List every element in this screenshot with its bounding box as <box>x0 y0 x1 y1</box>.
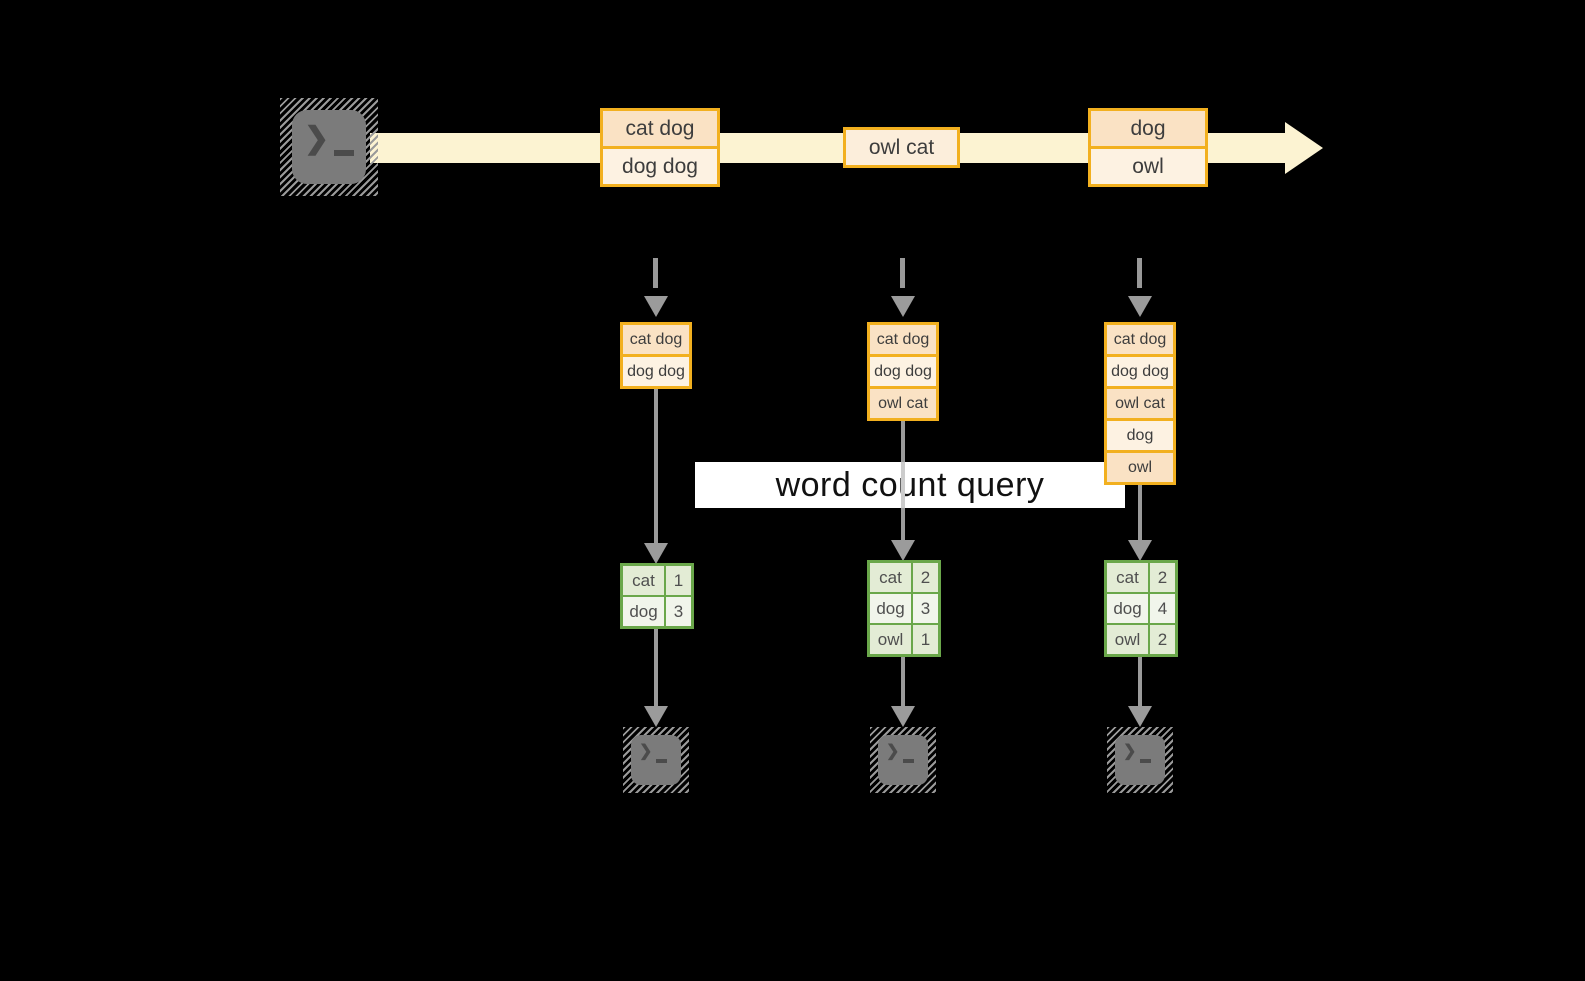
count-value: 1 <box>666 566 691 595</box>
ingest-dash <box>1137 258 1142 288</box>
terminal-cursor-icon <box>656 759 667 763</box>
stream-record: owl <box>1091 149 1205 184</box>
stream-batch-3: dog owl <box>1088 108 1208 187</box>
count-value: 1 <box>913 625 938 654</box>
count-value: 2 <box>913 563 938 592</box>
stack-row: owl cat <box>1107 389 1173 418</box>
stack-row: dog dog <box>870 357 936 386</box>
stream-batch-2: owl cat <box>843 127 960 168</box>
sink-terminal-icon-2: ❯ <box>870 727 936 793</box>
stream-record: owl cat <box>846 130 957 165</box>
output-connector <box>1138 657 1142 707</box>
count-word: dog <box>870 594 911 623</box>
stack-row: owl cat <box>870 389 936 418</box>
stack-row: owl <box>1107 453 1173 482</box>
count-word: cat <box>1107 563 1148 592</box>
terminal-body: ❯ <box>878 735 928 785</box>
stream-record: cat dog <box>603 111 717 146</box>
ingest-dash <box>900 258 905 288</box>
terminal-body: ❯ <box>1115 735 1165 785</box>
input-stack-3: cat dog dog dog owl cat dog owl <box>1104 322 1176 485</box>
source-terminal-icon: ❯ <box>280 98 378 196</box>
terminal-body: ❯ <box>292 110 366 184</box>
count-word: cat <box>870 563 911 592</box>
query-arrowhead-icon <box>891 540 915 561</box>
input-stack-1: cat dog dog dog <box>620 322 692 389</box>
terminal-body: ❯ <box>631 735 681 785</box>
stack-row: dog dog <box>623 357 689 386</box>
count-value: 2 <box>1150 625 1175 654</box>
ingest-arrowhead-icon <box>891 296 915 317</box>
terminal-cursor-icon <box>903 759 914 763</box>
stack-row: cat dog <box>870 325 936 354</box>
input-stack-2: cat dog dog dog owl cat <box>867 322 939 421</box>
ingest-arrowhead-icon <box>1128 296 1152 317</box>
count-word: owl <box>1107 625 1148 654</box>
sink-terminal-icon-1: ❯ <box>623 727 689 793</box>
output-arrowhead-icon <box>644 706 668 727</box>
ingest-dash <box>653 258 658 288</box>
count-word: dog <box>1107 594 1148 623</box>
terminal-cursor-icon <box>1140 759 1151 763</box>
terminal-cursor-icon <box>334 150 354 156</box>
stream-record: dog dog <box>603 149 717 184</box>
stream-arrowhead-icon <box>1285 122 1323 174</box>
terminal-prompt-icon: ❯ <box>886 743 900 760</box>
banner-label: word count query <box>775 465 1045 504</box>
terminal-prompt-icon: ❯ <box>1123 743 1137 760</box>
query-connector <box>1138 485 1142 540</box>
counts-table-1: cat 1 dog 3 <box>620 563 694 629</box>
terminal-prompt-icon: ❯ <box>639 743 653 760</box>
stack-row: cat dog <box>1107 325 1173 354</box>
count-word: dog <box>623 597 664 626</box>
stack-row: cat dog <box>623 325 689 354</box>
sink-terminal-icon-3: ❯ <box>1107 727 1173 793</box>
output-arrowhead-icon <box>1128 706 1152 727</box>
count-value: 2 <box>1150 563 1175 592</box>
count-word: cat <box>623 566 664 595</box>
query-connector <box>654 389 658 545</box>
stack-row: dog dog <box>1107 357 1173 386</box>
output-connector <box>901 657 905 707</box>
count-value: 3 <box>666 597 691 626</box>
output-connector <box>654 629 658 707</box>
query-arrowhead-icon <box>644 543 668 564</box>
counts-table-3: cat 2 dog 4 owl 2 <box>1104 560 1178 657</box>
stream-record: dog <box>1091 111 1205 146</box>
query-arrowhead-icon <box>1128 540 1152 561</box>
stream-batch-1: cat dog dog dog <box>600 108 720 187</box>
counts-table-2: cat 2 dog 3 owl 1 <box>867 560 941 657</box>
count-value: 4 <box>1150 594 1175 623</box>
terminal-prompt-icon: ❯ <box>304 122 330 155</box>
stack-row: dog <box>1107 421 1173 450</box>
count-value: 3 <box>913 594 938 623</box>
ingest-arrowhead-icon <box>644 296 668 317</box>
output-arrowhead-icon <box>891 706 915 727</box>
count-word: owl <box>870 625 911 654</box>
query-connector-overlay <box>901 462 905 508</box>
word-count-query-banner: word count query <box>695 462 1125 508</box>
